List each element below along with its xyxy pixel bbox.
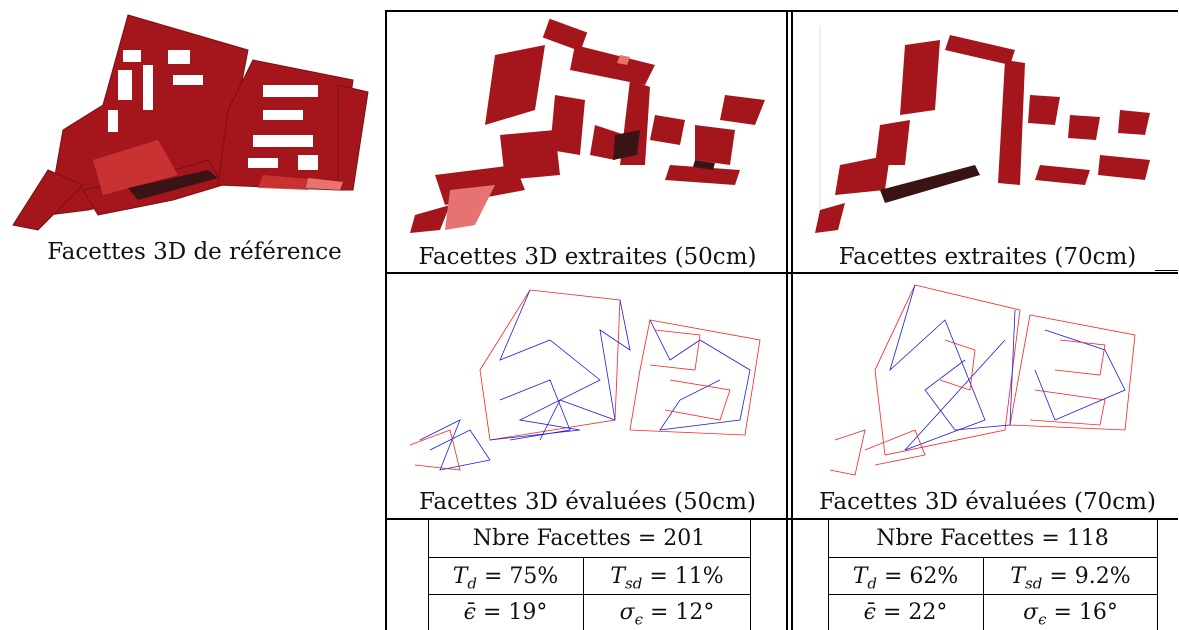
- table-row-divider-1: [385, 272, 1178, 274]
- extracted-70cm-caption: Facettes extraites (70cm): [838, 244, 1137, 270]
- table-border-left: [385, 10, 387, 630]
- evaluated-70cm-image: [805, 280, 1170, 480]
- stats50-vline-mid: [583, 557, 584, 630]
- stats50-hline-1: [428, 557, 751, 558]
- stats70-eps-mean: ϵ̄ = 22°: [863, 600, 948, 625]
- stats70-td: Td = 62%: [852, 564, 959, 593]
- caption-underline-70: [1155, 270, 1178, 271]
- stats50-eps-sd: σϵ = 12°: [619, 600, 715, 629]
- table-double-divider-b: [791, 10, 793, 630]
- extracted-50cm-caption: Facettes 3D extraites (50cm): [418, 244, 757, 270]
- stats50-hline-2: [428, 594, 751, 595]
- reference-caption: Facettes 3D de référence: [47, 239, 342, 265]
- stats70-count: Nbre Facettes = 118: [876, 526, 1109, 551]
- stats70-vline-left: [828, 520, 829, 630]
- extracted-70cm-image: [800, 15, 1170, 235]
- evaluated-50cm-image: [400, 280, 780, 480]
- stats70-hline-1: [828, 557, 1158, 558]
- evaluated-50cm-caption: Facettes 3D évaluées (50cm): [419, 489, 756, 515]
- stats50-eps-mean: ϵ̄ = 19°: [463, 600, 548, 625]
- stats70-hline-2: [828, 594, 1158, 595]
- stats50-vline-right: [750, 520, 751, 630]
- stats70-eps-sd: σϵ = 16°: [1023, 600, 1118, 629]
- stats50-count: Nbre Facettes = 201: [472, 526, 706, 551]
- extracted-50cm-image: [395, 15, 780, 235]
- table-border-top: [385, 10, 1178, 12]
- stats50-td: Td = 75%: [452, 564, 559, 593]
- stats70-vline-right: [1157, 520, 1158, 630]
- evaluated-70cm-caption: Facettes 3D évaluées (70cm): [819, 489, 1156, 515]
- stats70-vline-mid: [983, 557, 984, 630]
- reference-facets-image: [8, 10, 373, 235]
- stats50-vline-left: [428, 520, 429, 630]
- table-row-divider-2: [385, 518, 1178, 520]
- stats50-tsd: Tsd = 11%: [610, 564, 724, 593]
- table-double-divider-a: [786, 10, 788, 630]
- stats70-tsd: Tsd = 9.2%: [1010, 564, 1131, 593]
